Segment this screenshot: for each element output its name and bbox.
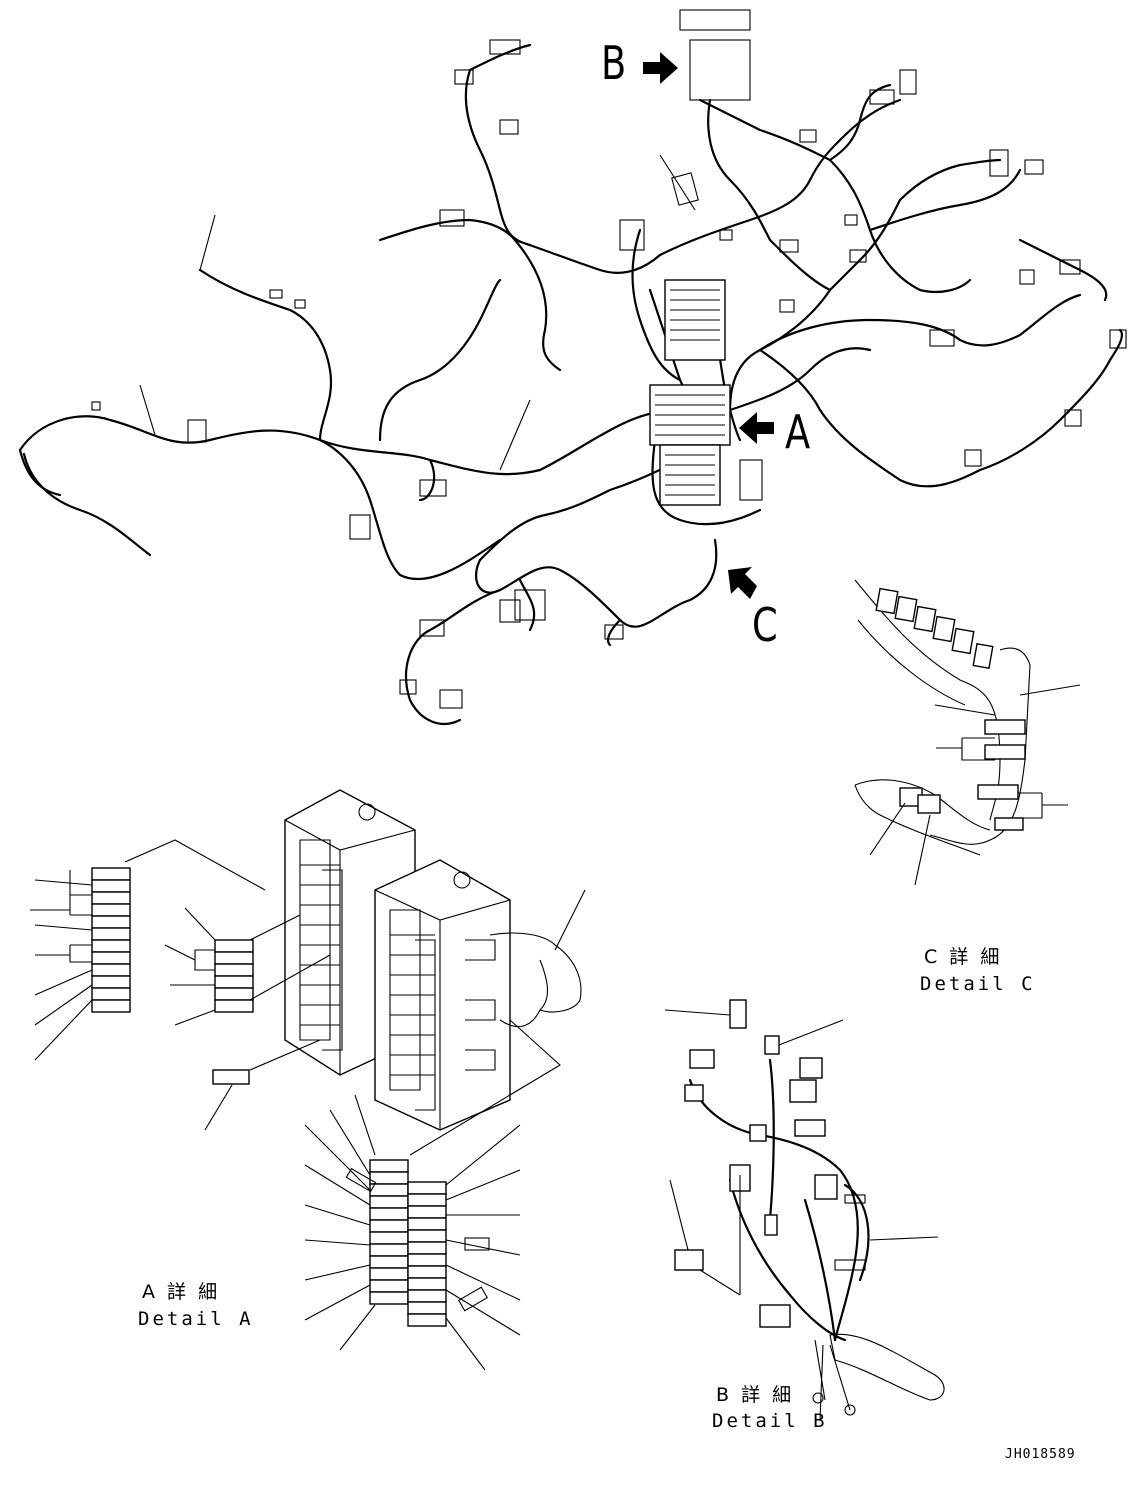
view-label-b: B [601, 36, 627, 90]
detail-c-drawing [854, 579, 1081, 886]
detail-a-drawing [30, 789, 586, 1371]
detail-a-title-jp: A 詳 細 [142, 1281, 221, 1303]
detail-b-drawing [664, 999, 945, 1421]
main-harness [18, 9, 1127, 725]
detail-a-title-en: Detail A [138, 1308, 254, 1330]
view-label-c: C [752, 598, 778, 652]
detail-b-title-en: Detail B [712, 1410, 828, 1432]
drawing-code: JH018589 [1005, 1447, 1076, 1462]
view-arrow-icon [643, 52, 774, 599]
detail-c-title-en: Detail C [920, 973, 1036, 995]
view-label-a: A [785, 405, 811, 459]
detail-c-title-jp: C 詳 細 [924, 946, 1003, 968]
detail-b-title-jp: B 詳 細 [716, 1384, 795, 1406]
